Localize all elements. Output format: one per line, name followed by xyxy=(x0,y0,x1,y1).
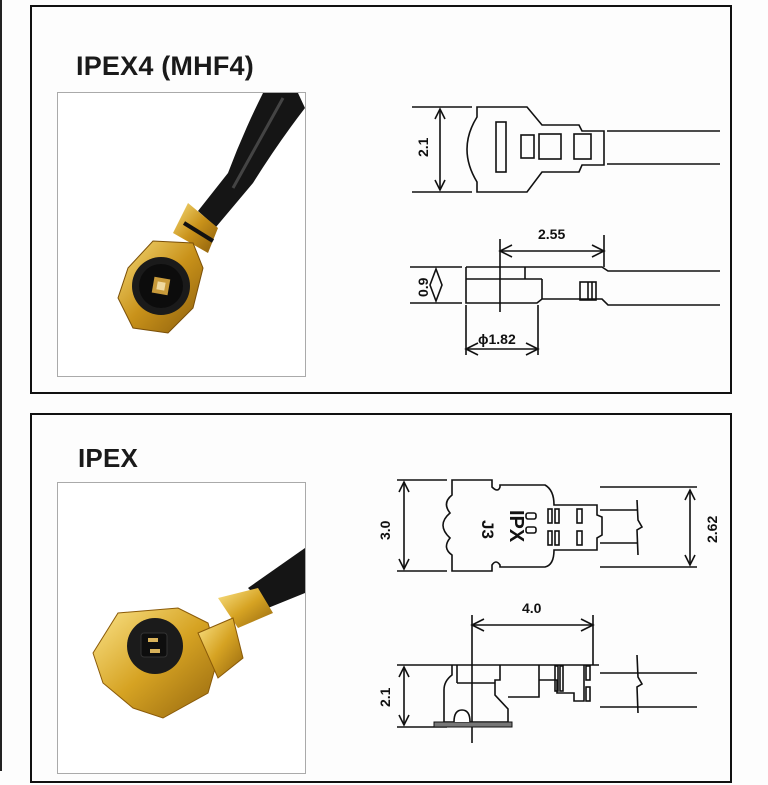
dim-diameter-label: ϕ1.82 xyxy=(478,331,516,347)
panel-ipex4: IPEX4 (MHF4) xyxy=(30,5,732,394)
dim-side-length-label: 2.55 xyxy=(538,226,565,242)
panel-title-ipex: IPEX xyxy=(78,443,139,473)
ipex4-connector-photo xyxy=(57,92,306,377)
panel-ipex: IPEX xyxy=(30,413,732,783)
dim-ipex-top-height-label: 3.0 xyxy=(377,520,393,540)
panel-title-ipex4: IPEX4 (MHF4) xyxy=(76,51,254,81)
left-edge-line xyxy=(0,0,2,771)
ipex4-dimension-drawing: 2.1 0.9 2.55 ϕ1.82 xyxy=(410,106,720,356)
body-marking-j3: J3 xyxy=(478,520,497,539)
dim-ipex-side-length-label: 4.0 xyxy=(522,600,542,616)
ipex-connector-photo xyxy=(57,482,306,774)
ipex-dimension-drawing: 3.0 2.62 4.0 2.1 IPX J3 xyxy=(377,479,720,743)
body-marking-ipx: IPX xyxy=(505,510,527,543)
dim-top-height-label: 2.1 xyxy=(415,137,431,157)
dim-ipex-side-height-label: 2.1 xyxy=(377,687,393,707)
dim-side-height-label: 0.9 xyxy=(415,277,431,297)
dim-ipex-right-height-label: 2.62 xyxy=(704,516,720,543)
